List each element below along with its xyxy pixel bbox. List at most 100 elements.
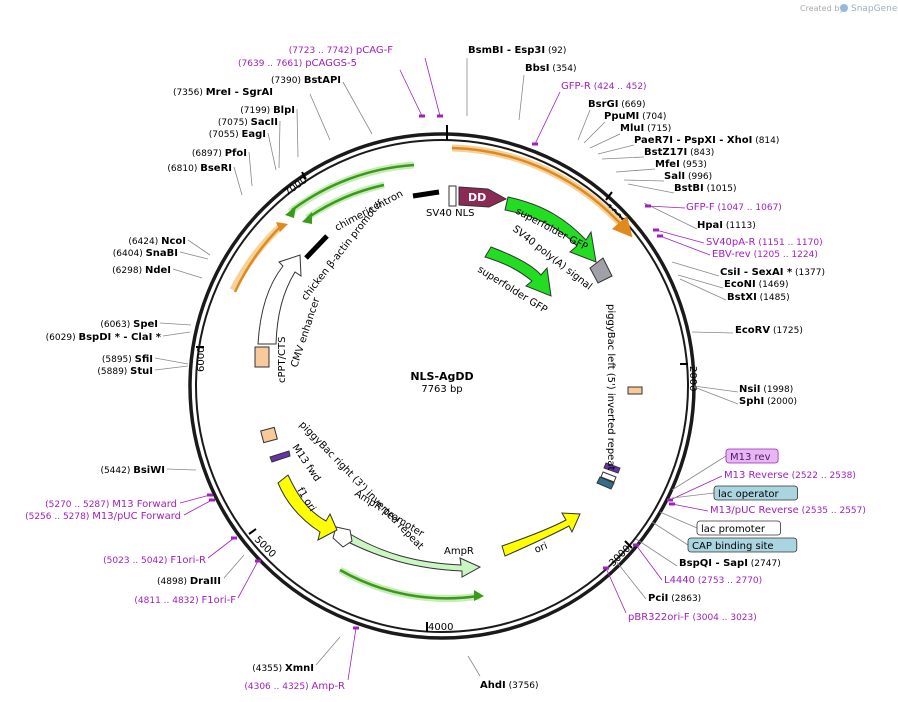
primer-label[interactable]: (5023 .. 5042) F1ori-R [103, 555, 206, 566]
primer-label[interactable]: SV40pA-R (1151 .. 1170) [706, 237, 823, 248]
restriction-site-label[interactable]: (6424) NcoI [128, 236, 186, 247]
primer-name: M13 Forward [112, 499, 177, 510]
feature-m13-fwd[interactable] [269, 450, 291, 463]
feature-ampr[interactable] [345, 533, 482, 578]
restriction-site-label[interactable]: MluI (715) [620, 123, 671, 134]
restriction-site-label[interactable]: SalI (996) [664, 171, 712, 182]
primer-label[interactable]: (4811 .. 4832) F1ori-F [134, 595, 236, 606]
restriction-site-label[interactable]: PciI (2863) [648, 593, 701, 604]
restriction-site-label[interactable]: EcoRV (1725) [735, 325, 803, 336]
feature-lac-promoter[interactable] [596, 476, 615, 490]
site-position: (2000) [764, 397, 797, 407]
primer-label[interactable]: (5270 .. 5287) M13 Forward [45, 499, 177, 510]
primer-label[interactable]: GFP-R (424 .. 452) [561, 81, 647, 92]
restriction-site-label[interactable]: AhdI (3756) [480, 680, 539, 691]
box-feature-label[interactable]: lac operator [718, 489, 779, 500]
site-position: (5895) [102, 355, 135, 365]
tick-1000 [605, 191, 613, 201]
plasmid-name: NLS-AgDD [410, 370, 473, 383]
feature-label-sv40-nls: SV40 NLS [426, 208, 475, 219]
feature-lac-operator[interactable] [600, 471, 617, 483]
primer-label[interactable]: EBV-rev (1205 .. 1224) [712, 249, 818, 260]
site-position: (6404) [113, 249, 146, 259]
restriction-site-label[interactable]: EcoNI (1469) [724, 279, 789, 290]
feature-dd[interactable] [458, 186, 508, 208]
primer-label[interactable]: L4440 (2753 .. 2770) [664, 575, 762, 586]
restriction-site-label[interactable]: (4898) DraIII [157, 576, 221, 587]
restriction-site-label[interactable]: (6029) BspDI * - ClaI * [46, 332, 162, 343]
watermark-prefix: Created by [800, 4, 844, 13]
box-feature-label[interactable]: lac promoter [701, 524, 766, 535]
primer-leader-line [605, 567, 627, 614]
box-feature-label[interactable]: CAP binding site [692, 541, 774, 552]
restriction-site-label[interactable]: BstXI (1485) [727, 292, 790, 303]
site-leader-line [635, 538, 678, 567]
feature-sv40-polya[interactable] [589, 257, 613, 284]
orf-arc-intron2 [308, 183, 385, 219]
restriction-site-label[interactable]: (5895) SfiI [102, 354, 153, 365]
feature-m13-rev[interactable] [603, 462, 621, 474]
feature-piggybac-left-box[interactable] [627, 386, 643, 395]
restriction-site-label[interactable]: BbsI (354) [525, 63, 577, 74]
feature-cppt-cts[interactable] [254, 346, 270, 368]
restriction-site-label[interactable]: NsiI (1998) [739, 384, 793, 395]
restriction-site-label[interactable]: (6404) SnaBI [113, 248, 178, 259]
site-name-extra: - Esp3I [503, 45, 545, 56]
feature-piggybac-right-box[interactable] [260, 426, 278, 444]
feature-sv40-nls[interactable] [448, 185, 457, 207]
restriction-site-label[interactable]: (6298) NdeI [112, 265, 171, 276]
restriction-site-label[interactable]: PaeR7I - PspXI - XhoI (814) [634, 135, 779, 146]
site-name: BstXI [727, 292, 757, 303]
restriction-site-label[interactable]: (4355) XmnI [252, 663, 314, 674]
primer-label[interactable]: (4306 .. 4325) Amp-R [244, 681, 345, 692]
site-leader-line [467, 655, 481, 677]
snapgene-logo-icon [840, 4, 848, 12]
restriction-site-label[interactable]: (6897) PfoI [192, 148, 247, 159]
primer-marker [437, 114, 443, 118]
primer-label[interactable]: (7723 .. 7742) pCAG-F [289, 45, 393, 56]
restriction-site-label[interactable]: (5889) StuI [97, 366, 153, 377]
site-position: (669) [618, 100, 645, 110]
feature-superfolder-gfp-2[interactable] [484, 246, 552, 297]
primer-label[interactable]: M13/pUC Reverse (2535 .. 2557) [710, 505, 866, 516]
primer-label[interactable]: (5256 .. 5278) M13/pUC Forward [25, 511, 181, 522]
restriction-site-label[interactable]: HpaI (1113) [697, 220, 756, 231]
restriction-site-label[interactable]: (6810) BseRI [167, 163, 232, 174]
box-feature-label[interactable]: M13 rev [730, 452, 771, 463]
restriction-site-label[interactable]: (7055) EagI [209, 129, 266, 140]
restriction-site-label[interactable]: PpuMI (704) [604, 111, 666, 122]
restriction-site-label[interactable]: BstBI (1015) [674, 183, 737, 194]
restriction-site-label[interactable]: BspQI - SapI (2747) [679, 558, 781, 569]
site-position: (6298) [112, 266, 145, 276]
restriction-site-label[interactable]: BsrGI (669) [588, 99, 646, 110]
restriction-site-label[interactable]: BsmBI - Esp3I (92) [468, 45, 566, 56]
inner-ring [195, 139, 689, 633]
restriction-site-label[interactable]: BstZ17I (843) [644, 147, 714, 158]
feature-ori[interactable] [501, 512, 581, 557]
restriction-site-label[interactable]: (7390) BstAPI [271, 75, 341, 86]
primer-name: F1ori-F [202, 595, 237, 606]
site-name: NcoI [161, 236, 186, 247]
restriction-site-label[interactable]: (5442) BsiWI [100, 465, 165, 476]
feature-cmv-enhancer[interactable] [257, 254, 302, 345]
site-leader-line [615, 168, 656, 173]
restriction-site-label[interactable]: CsiI - SexAI * (1377) [720, 267, 825, 278]
restriction-site-label[interactable]: (7075) SacII [218, 117, 278, 128]
restriction-site-label[interactable]: (7356) MreI - SgrAI [173, 87, 273, 98]
restriction-site-label[interactable]: (6063) SpeI [100, 319, 158, 330]
primer-label[interactable]: GFP-F (1047 .. 1067) [686, 202, 782, 213]
site-leader-line [187, 239, 211, 256]
restriction-site-label[interactable]: MfeI (953) [655, 159, 707, 170]
primer-leader-line [237, 560, 259, 599]
primer-label[interactable]: (7639 .. 7661) pCAGGS-5 [238, 58, 357, 69]
primer-label[interactable]: M13 Reverse (2522 .. 2538) [724, 470, 856, 481]
feature-f1-ori[interactable] [277, 474, 338, 541]
primer-position: (5256 .. 5278) [25, 512, 92, 522]
restriction-site-label[interactable]: (7199) BlpI [240, 105, 295, 116]
restriction-site-label[interactable]: SphI (2000) [739, 396, 797, 407]
feature-ampr-promoter[interactable] [332, 526, 353, 548]
feature-superfolder-gfp-1[interactable] [504, 196, 597, 263]
site-position: (4898) [157, 577, 190, 587]
primer-label[interactable]: pBR322ori-F (3004 .. 3023) [628, 612, 757, 623]
primer-marker [532, 142, 538, 146]
